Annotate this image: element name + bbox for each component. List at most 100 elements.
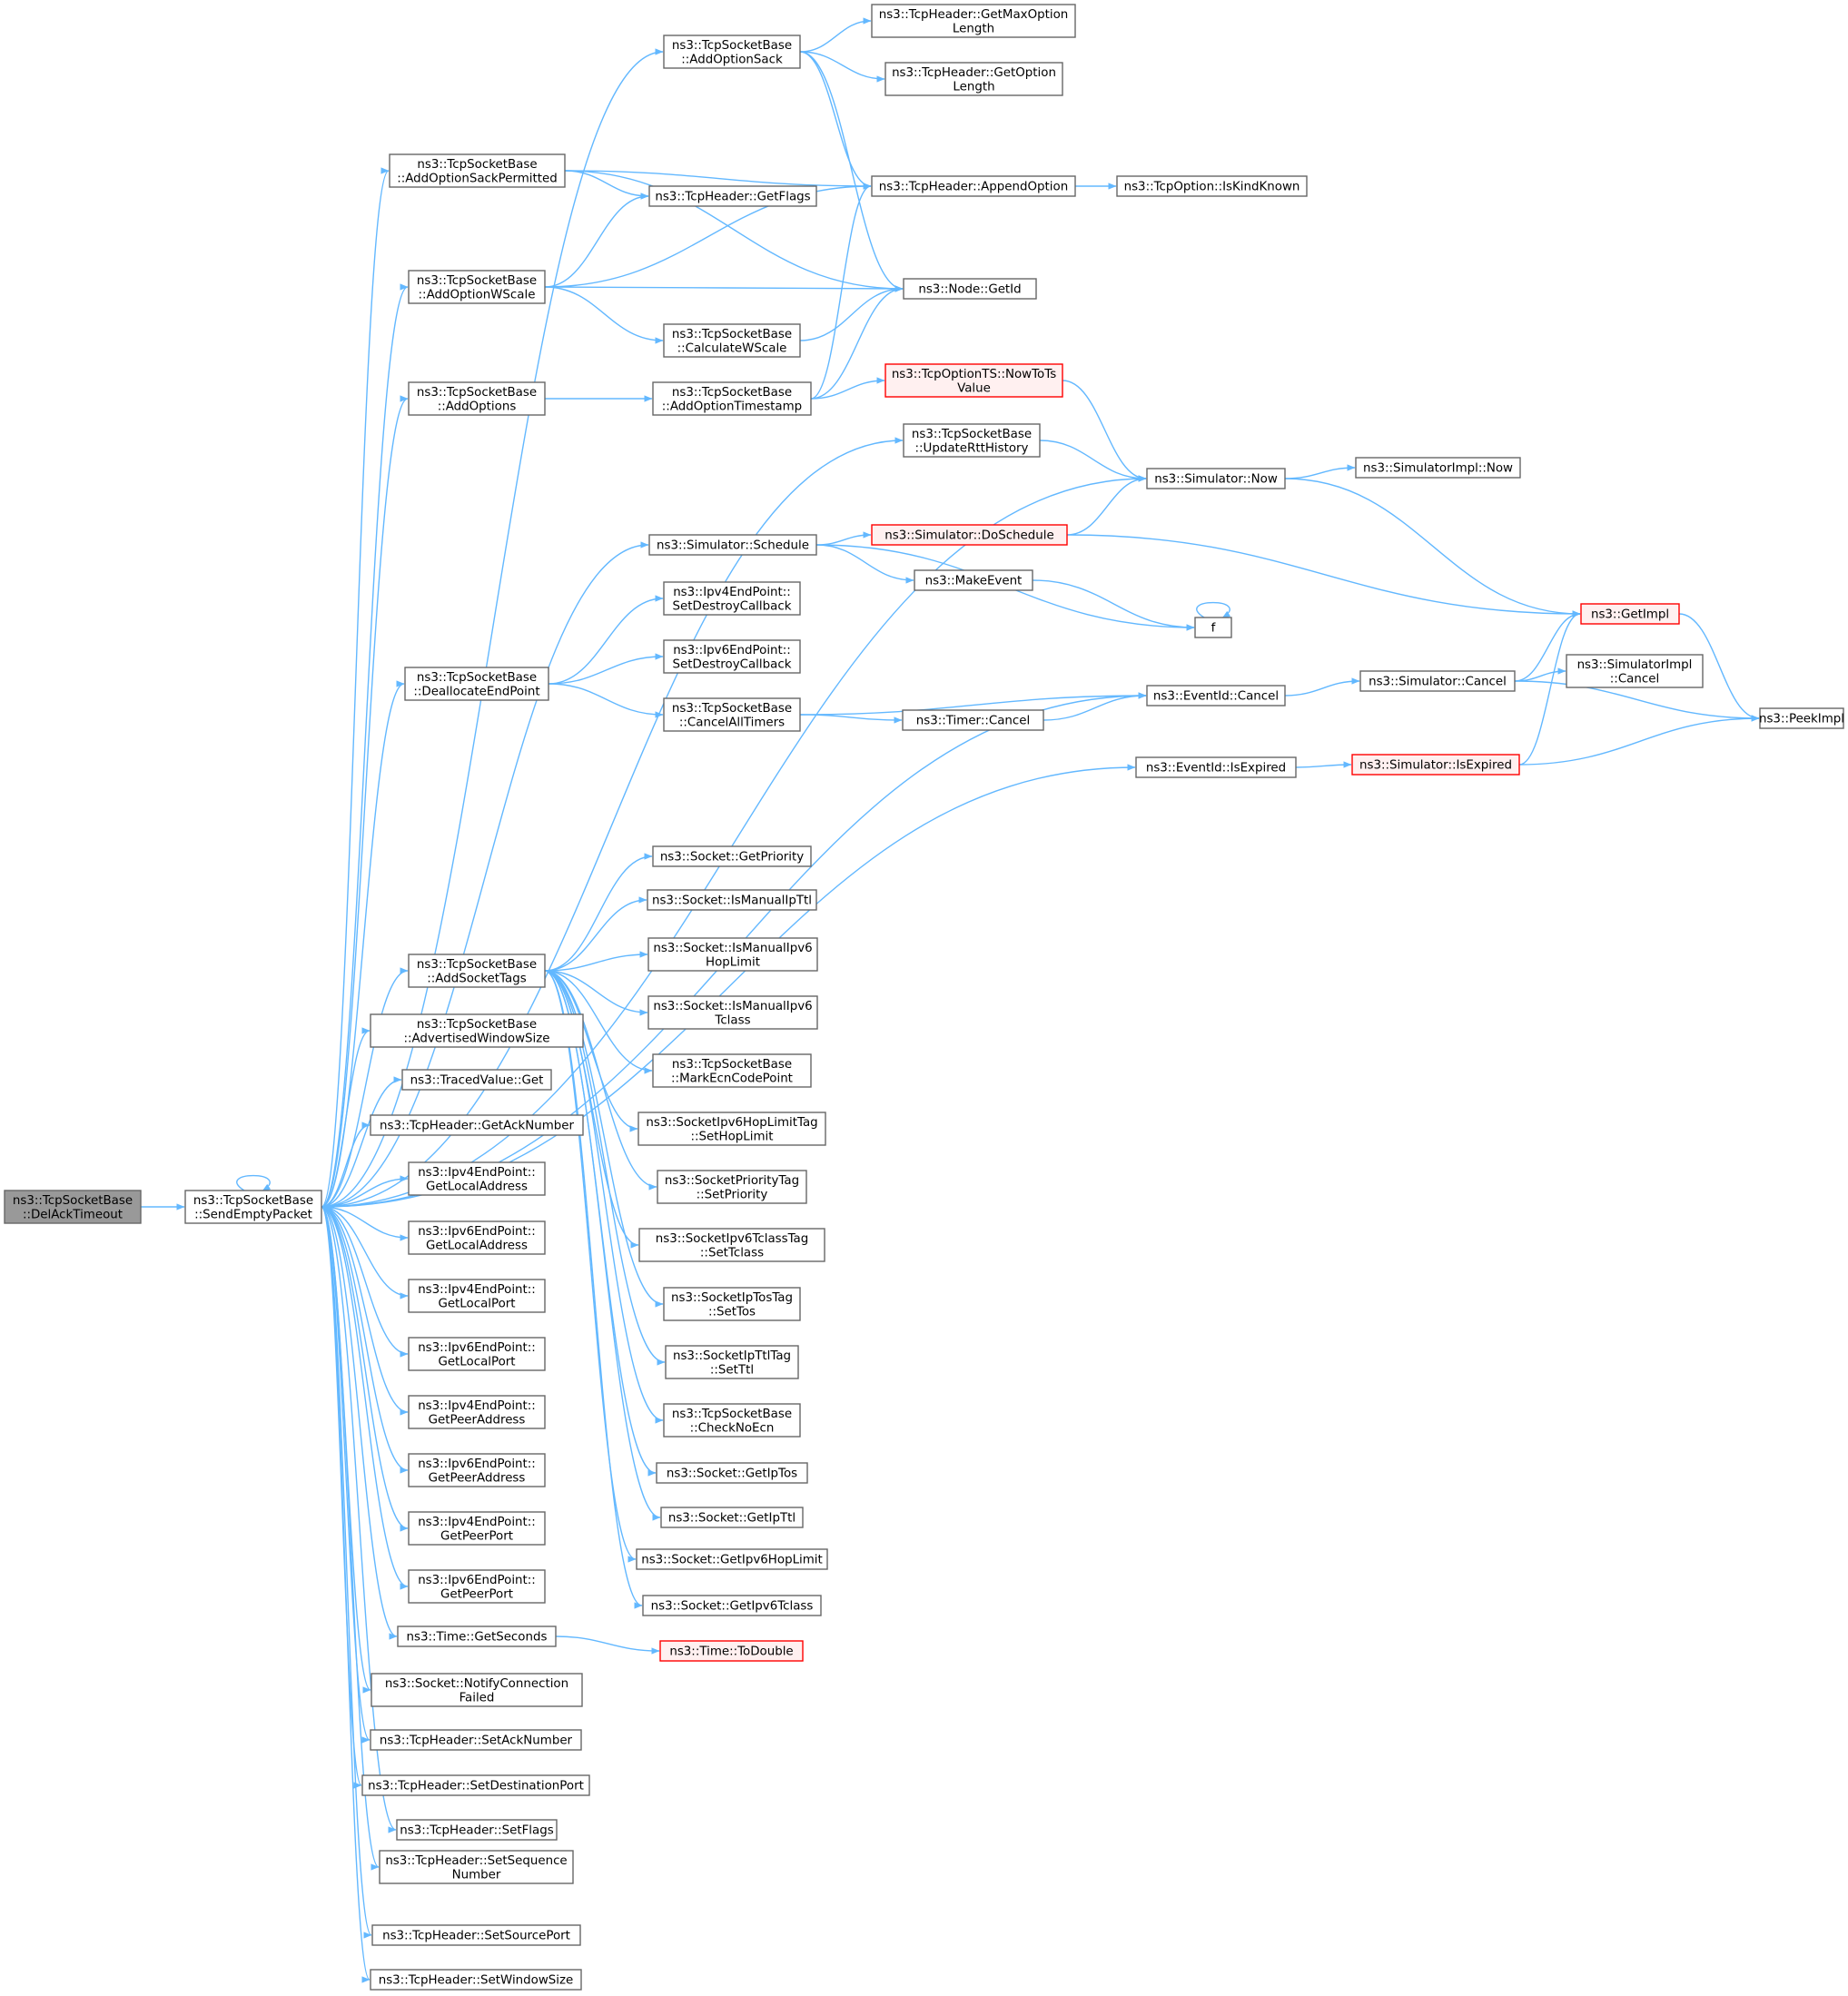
node-box[interactable] xyxy=(1116,175,1308,197)
node-box[interactable] xyxy=(663,35,801,69)
node-box[interactable] xyxy=(408,1453,546,1487)
node-box[interactable] xyxy=(1351,754,1520,776)
node-box[interactable] xyxy=(647,937,818,972)
node-box[interactable] xyxy=(396,1819,558,1841)
node-i4gpp[interactable]: ns3::Ipv4EndPoint::GetPeerPort xyxy=(408,1511,546,1546)
node-iskk[interactable]: ns3::TcpOption::IsKindKnown xyxy=(1116,175,1308,197)
node-box[interactable] xyxy=(370,1969,582,1991)
node-sep[interactable]: ns3::TcpSocketBase::SendEmptyPacket xyxy=(184,1190,322,1224)
node-box[interactable] xyxy=(184,1190,322,1224)
node-cne[interactable]: ns3::TcpSocketBase::CheckNoEcn xyxy=(663,1403,801,1438)
node-box[interactable] xyxy=(652,381,812,416)
node-sexp[interactable]: ns3::Simulator::IsExpired xyxy=(1351,754,1520,776)
node-aots[interactable]: ns3::TcpSocketBase::AddOptionTimestamp xyxy=(652,381,812,416)
node-box[interactable] xyxy=(663,697,801,732)
node-ssch[interactable]: ns3::Simulator::Schedule xyxy=(648,534,817,556)
node-box[interactable] xyxy=(659,1640,804,1662)
node-box[interactable] xyxy=(370,1729,582,1751)
node-i4glp[interactable]: ns3::Ipv4EndPoint::GetLocalPort xyxy=(408,1279,546,1313)
node-box[interactable] xyxy=(647,995,818,1030)
node-gprio[interactable]: ns3::Socket::GetPriority xyxy=(652,845,812,867)
node-i6gpp[interactable]: ns3::Ipv6EndPoint::GetPeerPort xyxy=(408,1569,546,1604)
node-box[interactable] xyxy=(1146,685,1286,707)
node-shl[interactable]: ns3::SocketIpv6HopLimitTag::SetHopLimit xyxy=(637,1112,826,1146)
node-box[interactable] xyxy=(370,1013,584,1048)
node-box[interactable] xyxy=(370,1114,584,1136)
node-ecan[interactable]: ns3::EventId::Cancel xyxy=(1146,685,1286,707)
node-sws[interactable]: ns3::TcpHeader::SetWindowSize xyxy=(370,1969,582,1991)
node-box[interactable] xyxy=(1194,617,1232,638)
node-box[interactable] xyxy=(408,1337,546,1371)
node-sfl[interactable]: ns3::TcpHeader::SetFlags xyxy=(396,1819,558,1841)
node-box[interactable] xyxy=(361,1774,590,1796)
node-box[interactable] xyxy=(871,175,1076,197)
node-i6sdc[interactable]: ns3::Ipv6EndPoint::SetDestroyCallback xyxy=(663,639,801,674)
node-i6glp[interactable]: ns3::Ipv6EndPoint::GetLocalPort xyxy=(408,1337,546,1371)
node-box[interactable] xyxy=(401,1069,552,1091)
node-i6gpa[interactable]: ns3::Ipv6EndPoint::GetPeerAddress xyxy=(408,1453,546,1487)
node-box[interactable] xyxy=(1359,670,1516,692)
node-tvg[interactable]: ns3::TracedValue::Get xyxy=(401,1069,552,1091)
node-box[interactable] xyxy=(642,1595,822,1616)
node-sack[interactable]: ns3::TcpHeader::SetAckNumber xyxy=(370,1729,582,1751)
node-box[interactable] xyxy=(389,153,566,188)
node-aosp[interactable]: ns3::TcpSocketBase::AddOptionSackPermitt… xyxy=(389,153,566,188)
node-i4gla[interactable]: ns3::Ipv4EndPoint::GetLocalAddress xyxy=(408,1161,546,1196)
node-cws[interactable]: ns3::TcpSocketBase::CalculateWScale xyxy=(663,323,801,358)
node-box[interactable] xyxy=(660,1507,804,1528)
node-eexp[interactable]: ns3::EventId::IsExpired xyxy=(1135,756,1297,778)
node-gflags[interactable]: ns3::TcpHeader::GetFlags xyxy=(648,185,817,207)
node-box[interactable] xyxy=(903,278,1037,300)
node-box[interactable] xyxy=(371,1924,581,1946)
node-g6tc[interactable]: ns3::Socket::GetIpv6Tclass xyxy=(642,1595,822,1616)
node-f[interactable]: f xyxy=(1194,617,1232,638)
node-gack[interactable]: ns3::TcpHeader::GetAckNumber xyxy=(370,1114,584,1136)
node-box[interactable] xyxy=(636,1548,828,1570)
node-box[interactable] xyxy=(884,363,1063,398)
node-box[interactable] xyxy=(656,1462,808,1484)
node-i6gla[interactable]: ns3::Ipv6EndPoint::GetLocalAddress xyxy=(408,1220,546,1255)
node-box[interactable] xyxy=(903,423,1041,458)
node-box[interactable] xyxy=(663,639,801,674)
node-box[interactable] xyxy=(1759,707,1844,729)
node-box[interactable] xyxy=(665,1345,799,1379)
node-box[interactable] xyxy=(647,889,817,911)
node-root[interactable]: ns3::TcpSocketBase::DelAckTimeout xyxy=(4,1190,142,1224)
node-g6hl[interactable]: ns3::Socket::GetIpv6HopLimit xyxy=(636,1548,828,1570)
node-aop[interactable]: ns3::TcpSocketBase::AddOptions xyxy=(408,381,546,416)
node-box[interactable] xyxy=(397,1625,557,1647)
node-box[interactable] xyxy=(638,1228,825,1262)
node-box[interactable] xyxy=(657,1170,807,1204)
node-box[interactable] xyxy=(408,1511,546,1546)
node-box[interactable] xyxy=(1135,756,1297,778)
node-gimpl[interactable]: ns3::GetImpl xyxy=(1580,603,1680,625)
node-miptl[interactable]: ns3::Socket::IsManualIpTtl xyxy=(647,889,817,911)
node-box[interactable] xyxy=(648,534,817,556)
node-aow[interactable]: ns3::TcpSocketBase::AddOptionWScale xyxy=(408,270,546,304)
node-box[interactable] xyxy=(371,1673,583,1707)
node-box[interactable] xyxy=(871,524,1068,546)
node-stc[interactable]: ns3::SocketIpv6TclassTag::SetTclass xyxy=(638,1228,825,1262)
node-cat[interactable]: ns3::TcpSocketBase::CancelAllTimers xyxy=(663,697,801,732)
node-i4sdc[interactable]: ns3::Ipv4EndPoint::SetDestroyCallback xyxy=(663,581,801,616)
node-sican[interactable]: ns3::SimulatorImpl::Cancel xyxy=(1566,654,1704,688)
node-box[interactable] xyxy=(408,954,546,988)
node-box[interactable] xyxy=(404,667,549,701)
node-tgs[interactable]: ns3::Time::GetSeconds xyxy=(397,1625,557,1647)
node-sds[interactable]: ns3::Simulator::DoSchedule xyxy=(871,524,1068,546)
node-mecp[interactable]: ns3::TcpSocketBase::MarkEcnCodePoint xyxy=(652,1053,812,1088)
node-gtos[interactable]: ns3::Socket::GetIpTos xyxy=(656,1462,808,1484)
node-box[interactable] xyxy=(663,1287,801,1321)
node-box[interactable] xyxy=(408,1279,546,1313)
node-box[interactable] xyxy=(884,62,1063,96)
node-box[interactable] xyxy=(652,845,812,867)
node-box[interactable] xyxy=(379,1850,574,1884)
node-stos[interactable]: ns3::SocketIpTosTag::SetTos xyxy=(663,1287,801,1321)
node-ast[interactable]: ns3::TcpSocketBase::AddSocketTags xyxy=(408,954,546,988)
